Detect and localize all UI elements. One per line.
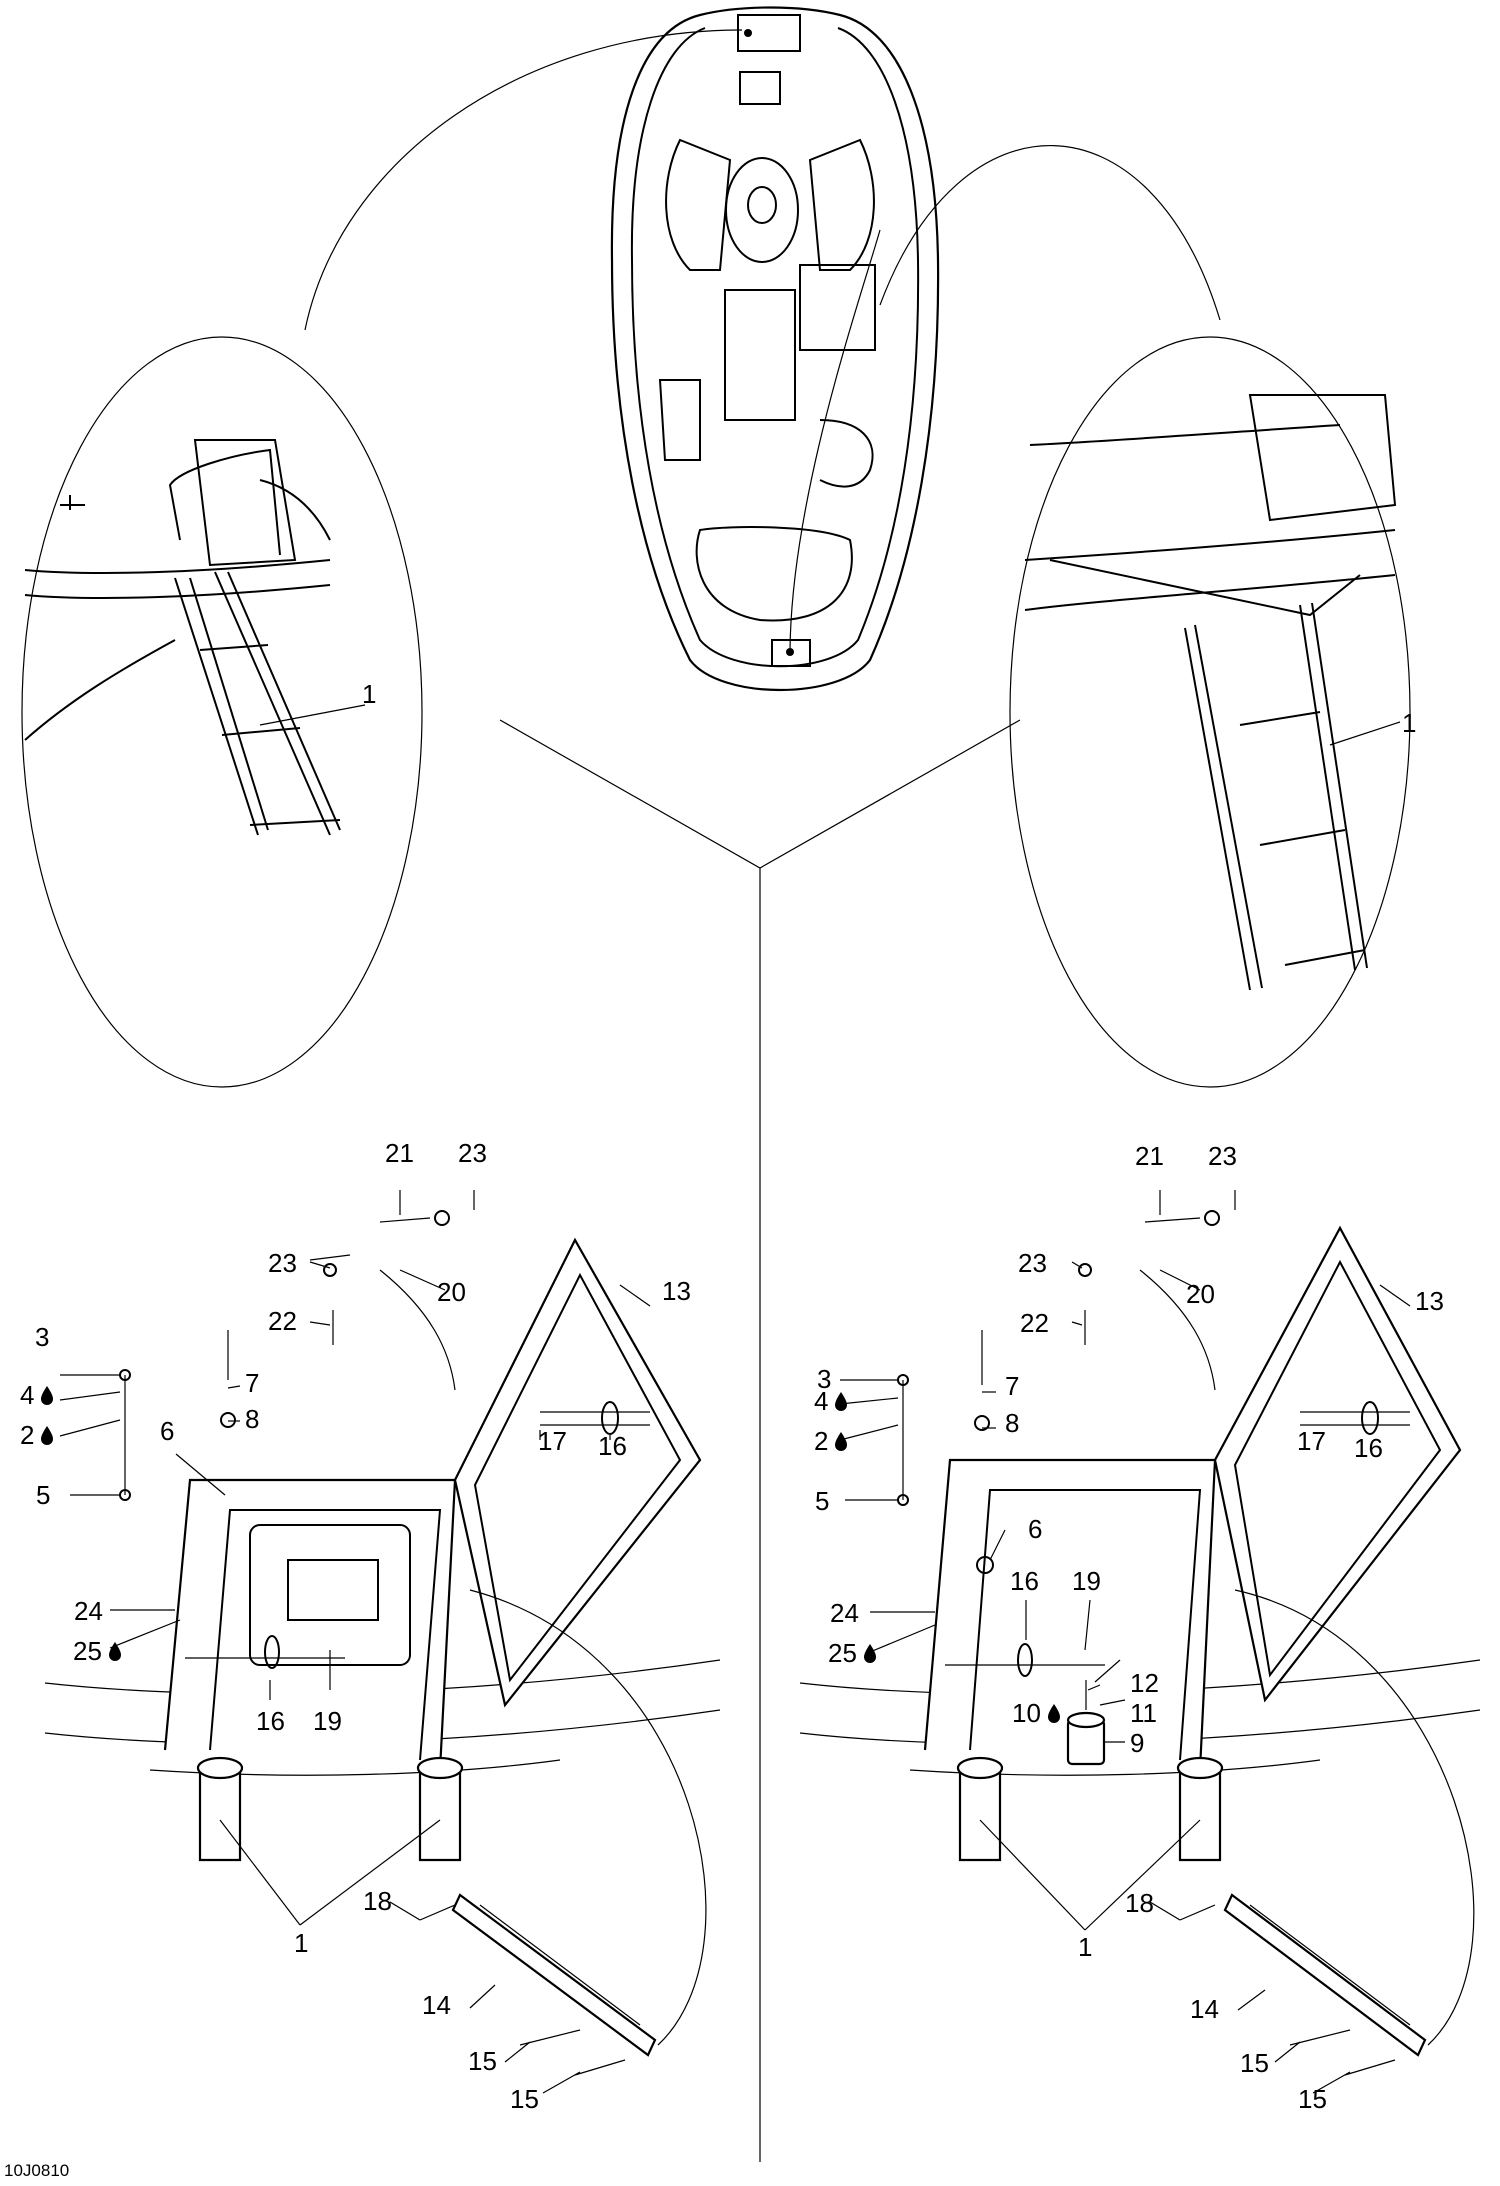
callout-21: 21 (1135, 1141, 1164, 1171)
callout-15: 15 (468, 2046, 497, 2076)
callout-16: 16 (1010, 1566, 1039, 1596)
callout-3: 3 (817, 1364, 831, 1394)
callout-16: 16 (1354, 1433, 1383, 1463)
callout-20: 20 (437, 1277, 466, 1307)
callout-ladder: 1 (362, 679, 376, 709)
callout-14: 14 (422, 1990, 451, 2020)
callout-4: 4 (814, 1386, 828, 1416)
callout-10: 10 (1012, 1698, 1041, 1728)
drop-icon (835, 1432, 847, 1451)
callout-20: 20 (1186, 1279, 1215, 1309)
callout-14: 14 (1190, 1994, 1219, 2024)
callout-13: 13 (1415, 1286, 1444, 1316)
callout-13: 13 (662, 1276, 691, 1306)
leader-to-left-circle (304, 29, 743, 331)
callout-8: 8 (245, 1404, 259, 1434)
callout-18: 18 (363, 1886, 392, 1916)
callout-5: 5 (36, 1480, 50, 1510)
callout-23: 23 (268, 1248, 297, 1278)
callout-25-with-drop: 25 (73, 1636, 121, 1666)
callout-10-with-drop: 10 (1012, 1698, 1060, 1728)
callout-2: 2 (20, 1420, 34, 1450)
callout-25: 25 (73, 1636, 102, 1666)
drop-icon (41, 1426, 53, 1445)
callout-9: 9 (1130, 1728, 1144, 1758)
callout-2: 2 (814, 1426, 828, 1456)
callout-7: 7 (1005, 1371, 1019, 1401)
callout-24: 24 (74, 1596, 103, 1626)
callout-3: 3 (35, 1322, 49, 1352)
callout-7: 7 (245, 1368, 259, 1398)
callout-23: 23 (1208, 1141, 1237, 1171)
callout-25-with-drop: 25 (828, 1638, 876, 1668)
drop-icon (864, 1644, 876, 1663)
right-assembly: 21 23 23 20 22 13 3 4 2 7 8 17 16 5 6 24… (799, 1141, 1481, 2114)
leader-to-right-circle (879, 145, 1221, 321)
callout-11: 11 (1130, 1698, 1157, 1728)
callout-23: 23 (1018, 1248, 1047, 1278)
callout-5: 5 (815, 1486, 829, 1516)
callout-8: 8 (1005, 1408, 1019, 1438)
drop-icon (41, 1386, 53, 1405)
leader-boat-stern (789, 229, 881, 656)
drawing-code: 10J0810 (4, 2161, 69, 2180)
callout-2-with-drop: 2 (814, 1426, 847, 1456)
callout-19: 19 (313, 1706, 342, 1736)
callout-22: 22 (268, 1306, 297, 1336)
callout-4-with-drop: 4 (20, 1380, 53, 1410)
callout-12: 12 (1130, 1668, 1159, 1698)
callout-2-with-drop: 2 (20, 1420, 53, 1450)
callout-17: 17 (538, 1426, 567, 1456)
right-closeup-circle: 1 (1009, 336, 1416, 1088)
callout-ladder: 1 (1402, 708, 1416, 738)
callout-17: 17 (1297, 1426, 1326, 1456)
drop-icon (835, 1392, 847, 1411)
callout-21: 21 (385, 1138, 414, 1168)
callout-1: 1 (1078, 1932, 1092, 1962)
callout-25: 25 (828, 1638, 857, 1668)
callout-1: 1 (294, 1928, 308, 1958)
callout-18: 18 (1125, 1888, 1154, 1918)
callout-4-with-drop: 4 (814, 1386, 847, 1416)
callout-15: 15 (1298, 2084, 1327, 2114)
callout-15: 15 (510, 2084, 539, 2114)
callout-24: 24 (830, 1598, 859, 1628)
callout-16: 16 (598, 1431, 627, 1461)
callout-6: 6 (160, 1416, 174, 1446)
callout-22: 22 (1020, 1308, 1049, 1338)
callout-23: 23 (458, 1138, 487, 1168)
callout-4: 4 (20, 1380, 34, 1410)
left-closeup-circle: 1 (21, 336, 423, 1088)
boat-top-view (610, 6, 940, 691)
callout-6: 6 (1028, 1514, 1042, 1544)
callout-19: 19 (1072, 1566, 1101, 1596)
section-divider (499, 719, 1021, 869)
left-assembly: 21 23 23 20 22 13 3 4 2 7 8 6 17 16 5 24… (20, 1138, 721, 2114)
callout-16: 16 (256, 1706, 285, 1736)
callout-15: 15 (1240, 2048, 1269, 2078)
